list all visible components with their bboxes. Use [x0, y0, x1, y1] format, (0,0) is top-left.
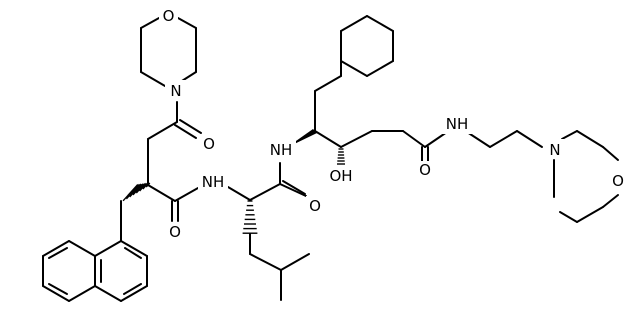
atom-o-amide-second: O	[169, 223, 181, 241]
atom-o-amide-left: O	[203, 135, 215, 153]
hashed-bond-oh	[337, 148, 345, 165]
hashed-bond-left	[122, 182, 151, 202]
atom-o-amide-right: O	[419, 161, 431, 179]
atom-o-morpholine-right: O	[612, 172, 624, 190]
morpholine-ring-right	[553, 130, 619, 223]
statine-bonds	[314, 130, 448, 163]
atom-nh-mid: NH	[270, 141, 293, 159]
atom-labels: O N O O NH O NH OH O NH N O	[159, 6, 629, 241]
atom-oh: OH	[329, 167, 352, 185]
cyclohexyl-bonds	[314, 15, 394, 132]
morpholine-ring-left	[140, 17, 197, 87]
atom-n-morpholine-right: N	[549, 141, 560, 159]
amide-left-bonds	[147, 101, 202, 140]
atom-o-amide-mid: O	[309, 197, 321, 215]
atom-n-morpholine-left: N	[170, 82, 181, 100]
atom-nh-right: NH	[446, 115, 469, 133]
atom-o-morpholine-left: O	[163, 7, 175, 25]
hashed-bond-mid	[242, 200, 258, 234]
left-backbone-bonds	[120, 138, 199, 242]
atom-nh-left: NH	[202, 173, 225, 191]
naphthalene-ring	[42, 240, 148, 302]
ethyl-linker-bonds	[466, 130, 543, 148]
leucine-bonds	[227, 162, 310, 301]
